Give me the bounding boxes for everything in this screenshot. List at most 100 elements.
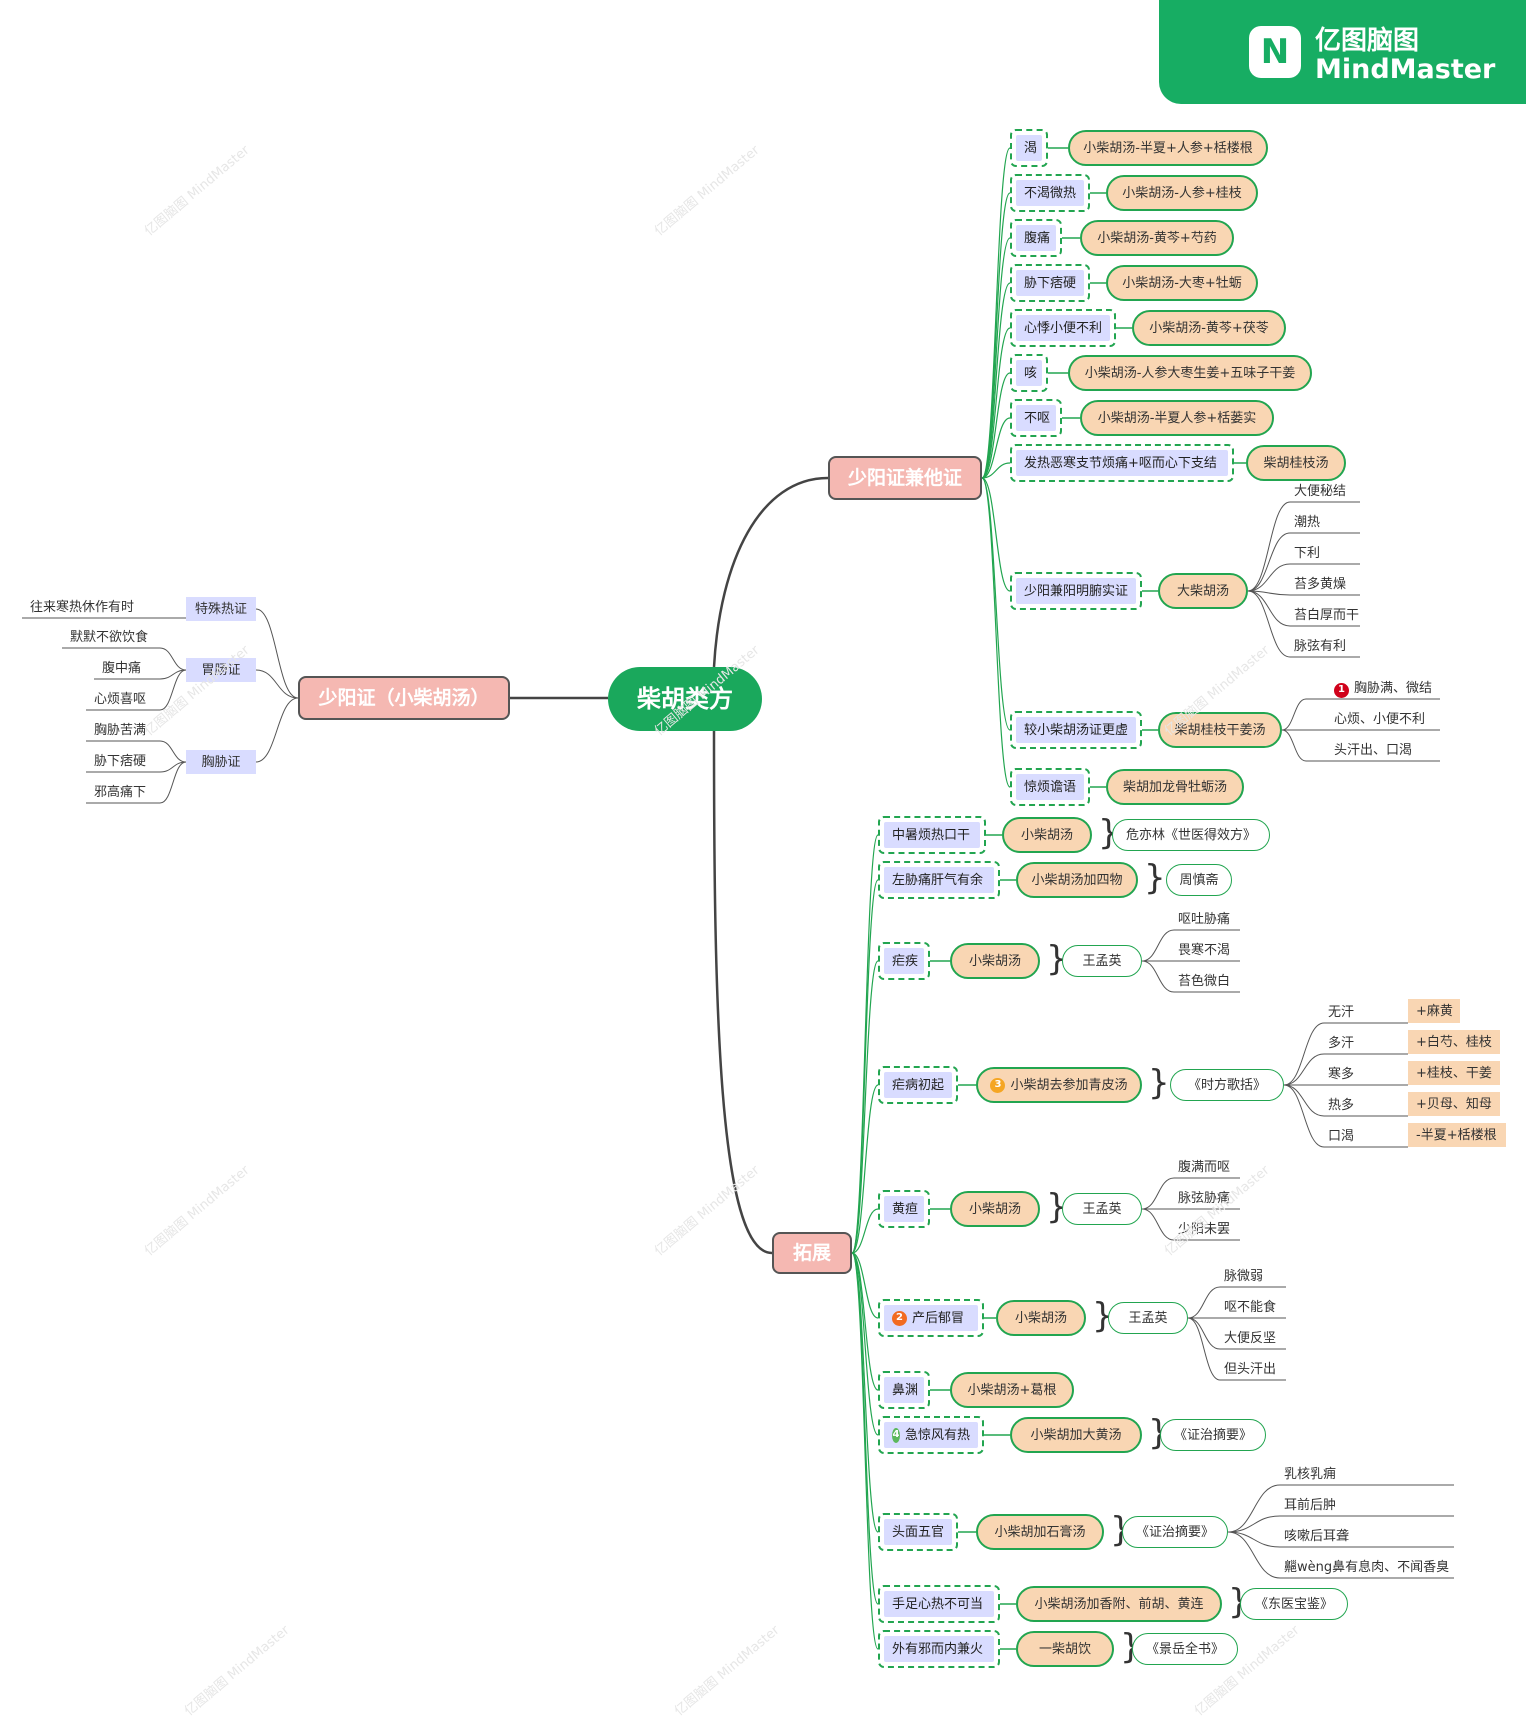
bottom-source-0[interactable]: 危亦林《世医得效方》 xyxy=(1112,819,1270,851)
top-detail[interactable]: 脉弦有利 xyxy=(1294,639,1347,654)
bottom-cond-3[interactable]: 疟病初起 xyxy=(878,1066,958,1104)
top-detail[interactable]: 大便秘结 xyxy=(1294,484,1347,499)
bottom-formula-2[interactable]: 小柴胡汤 xyxy=(950,943,1040,979)
top-formula-0[interactable]: 小柴胡汤-半夏+人参+栝楼根 xyxy=(1068,130,1268,166)
top-detail[interactable]: 潮热 xyxy=(1294,515,1321,530)
mod-adjustment[interactable]: +桂枝、干姜 xyxy=(1408,1061,1500,1085)
top-formula-9[interactable]: 柴胡桂枝干姜汤 xyxy=(1158,712,1282,748)
bottom-detail[interactable]: 畏寒不渴 xyxy=(1178,943,1231,958)
top-detail[interactable]: 心烦、小便不利 xyxy=(1334,712,1426,727)
bottom-source-4[interactable]: 王孟英 xyxy=(1062,1193,1142,1225)
bottom-formula-6[interactable]: 小柴胡汤+葛根 xyxy=(950,1372,1074,1408)
top-formula-1[interactable]: 小柴胡汤-人参+桂枝 xyxy=(1106,175,1258,211)
mod-symptom[interactable]: 寒多 xyxy=(1328,1067,1355,1082)
bottom-cond-2[interactable]: 疟疾 xyxy=(878,942,930,980)
left-group-0[interactable]: 特殊热证 xyxy=(186,597,256,621)
bottom-detail[interactable]: 脉微弱 xyxy=(1224,1269,1264,1284)
left-item[interactable]: 默默不欲饮食 xyxy=(70,630,149,645)
top-formula-6[interactable]: 小柴胡汤-半夏人参+栝蒌实 xyxy=(1080,400,1274,436)
bottom-detail[interactable]: 苔色微白 xyxy=(1178,974,1231,989)
bottom-source-1[interactable]: 周慎斋 xyxy=(1166,864,1232,896)
top-detail[interactable]: 苔白厚而干 xyxy=(1294,608,1360,623)
top-cond-1[interactable]: 不渴微热 xyxy=(1010,174,1090,212)
bottom-formula-8[interactable]: 小柴胡加石膏汤 xyxy=(976,1514,1104,1550)
bottom-cond-4[interactable]: 黄疸 xyxy=(878,1190,930,1228)
top-detail[interactable]: 苔多黄燥 xyxy=(1294,577,1347,592)
top-formula-4[interactable]: 小柴胡汤-黄芩+茯苓 xyxy=(1132,310,1286,346)
bottom-detail[interactable]: 齆wèng鼻有息肉、不闻香臭 xyxy=(1284,1560,1450,1575)
top-cond-0[interactable]: 渴 xyxy=(1010,129,1048,167)
bottom-cond-8[interactable]: 头面五官 xyxy=(878,1513,958,1551)
mod-adjustment[interactable]: +贝母、知母 xyxy=(1408,1092,1500,1116)
bottom-source-2[interactable]: 王孟英 xyxy=(1062,945,1142,977)
top-formula-8[interactable]: 大柴胡汤 xyxy=(1158,573,1248,609)
bottom-cond-6[interactable]: 鼻渊 xyxy=(878,1371,930,1409)
left-group-2[interactable]: 胸胁证 xyxy=(186,750,256,774)
bottom-cond-10[interactable]: 外有邪而内兼火 xyxy=(878,1630,1000,1668)
bottom-detail[interactable]: 乳核乳痈 xyxy=(1284,1467,1337,1482)
bottom-detail[interactable]: 腹满而呕 xyxy=(1178,1160,1231,1175)
left-item[interactable]: 邪高痛下 xyxy=(94,785,147,800)
top-formula-3[interactable]: 小柴胡汤-大枣+牡蛎 xyxy=(1106,265,1258,301)
top-cond-2[interactable]: 腹痛 xyxy=(1010,219,1062,257)
mod-adjustment[interactable]: +白芍、桂枝 xyxy=(1408,1030,1500,1054)
top-formula-7[interactable]: 柴胡桂枝汤 xyxy=(1246,445,1346,481)
top-cond-3[interactable]: 胁下痞硬 xyxy=(1010,264,1090,302)
bottom-source-8[interactable]: 《证治摘要》 xyxy=(1122,1516,1228,1548)
bottom-cond-1[interactable]: 左胁痛肝气有余 xyxy=(878,861,1000,899)
bottom-cond-9[interactable]: 手足心热不可当 xyxy=(878,1585,1000,1623)
mod-adjustment[interactable]: -半夏+栝楼根 xyxy=(1408,1123,1506,1147)
left-group-1[interactable]: 胃肠证 xyxy=(186,658,256,682)
bottom-detail[interactable]: 脉弦胁痛 xyxy=(1178,1191,1231,1206)
left-item[interactable]: 腹中痛 xyxy=(102,661,142,676)
top-formula-5[interactable]: 小柴胡汤-人参大枣生姜+五味子干姜 xyxy=(1068,355,1312,391)
left-item[interactable]: 心烦喜呕 xyxy=(94,692,147,707)
mod-symptom[interactable]: 口渴 xyxy=(1328,1129,1355,1144)
top-formula-2[interactable]: 小柴胡汤-黄芩+芍药 xyxy=(1080,220,1234,256)
top-cond-8[interactable]: 少阳兼阳明腑实证 xyxy=(1010,572,1142,610)
bottom-formula-4[interactable]: 小柴胡汤 xyxy=(950,1191,1040,1227)
left-item[interactable]: 胁下痞硬 xyxy=(94,754,147,769)
bottom-detail[interactable]: 呕吐胁痛 xyxy=(1178,912,1231,927)
left-item[interactable]: 胸胁苦满 xyxy=(94,723,147,738)
top-formula-10[interactable]: 柴胡加龙骨牡蛎汤 xyxy=(1106,769,1244,805)
mod-adjustment[interactable]: +麻黄 xyxy=(1408,999,1460,1023)
bottom-detail[interactable]: 咳嗽后耳聋 xyxy=(1284,1529,1350,1544)
mod-symptom[interactable]: 无汗 xyxy=(1328,1005,1355,1020)
left-item[interactable]: 往来寒热休作有时 xyxy=(30,600,135,615)
top-detail[interactable]: 下利 xyxy=(1294,546,1321,561)
bottom-source-7[interactable]: 《证治摘要》 xyxy=(1160,1419,1266,1451)
top-detail[interactable]: 头汗出、口渴 xyxy=(1334,743,1413,758)
top-cond-7[interactable]: 发热恶寒支节烦痛+呕而心下支结 xyxy=(1010,444,1234,482)
bottom-formula-10[interactable]: 一柴胡饮 xyxy=(1016,1631,1114,1667)
top-cond-6[interactable]: 不呕 xyxy=(1010,399,1062,437)
top-cond-9[interactable]: 较小柴胡汤证更虚 xyxy=(1010,711,1142,749)
bottom-formula-7[interactable]: 小柴胡加大黄汤 xyxy=(1010,1417,1142,1453)
bottom-cond-0[interactable]: 中暑烦热口干 xyxy=(878,816,986,854)
mod-symptom[interactable]: 热多 xyxy=(1328,1098,1355,1113)
bottom-source-5[interactable]: 王孟英 xyxy=(1108,1302,1188,1334)
bottom-formula-9[interactable]: 小柴胡汤加香附、前胡、黄连 xyxy=(1016,1586,1222,1622)
bottom-source-3[interactable]: 《时方歌括》 xyxy=(1170,1069,1284,1101)
bottom-detail[interactable]: 少阳未罢 xyxy=(1178,1222,1231,1237)
top-cond-10[interactable]: 惊烦谵语 xyxy=(1010,768,1090,806)
top-branch-title[interactable]: 少阳证兼他证 xyxy=(828,456,982,500)
top-cond-5[interactable]: 咳 xyxy=(1010,354,1048,392)
bottom-formula-5[interactable]: 小柴胡汤 xyxy=(996,1300,1086,1336)
bottom-branch-title[interactable]: 拓展 xyxy=(772,1232,852,1274)
bottom-formula-0[interactable]: 小柴胡汤 xyxy=(1002,817,1092,853)
bottom-formula-1[interactable]: 小柴胡汤加四物 xyxy=(1016,862,1138,898)
left-branch-title[interactable]: 少阳证（小柴胡汤） xyxy=(298,676,510,720)
mod-symptom[interactable]: 多汗 xyxy=(1328,1036,1355,1051)
bottom-source-10[interactable]: 《景岳全书》 xyxy=(1132,1633,1238,1665)
top-cond-4[interactable]: 心悸小便不利 xyxy=(1010,309,1116,347)
bottom-detail[interactable]: 呕不能食 xyxy=(1224,1300,1277,1315)
bottom-detail[interactable]: 但头汗出 xyxy=(1224,1362,1277,1377)
bottom-detail[interactable]: 耳前后肿 xyxy=(1284,1498,1337,1513)
bottom-source-9[interactable]: 《东医宝鉴》 xyxy=(1240,1588,1348,1620)
bottom-detail[interactable]: 大便反坚 xyxy=(1224,1331,1277,1346)
central-topic[interactable]: 柴胡类方 xyxy=(608,667,762,731)
